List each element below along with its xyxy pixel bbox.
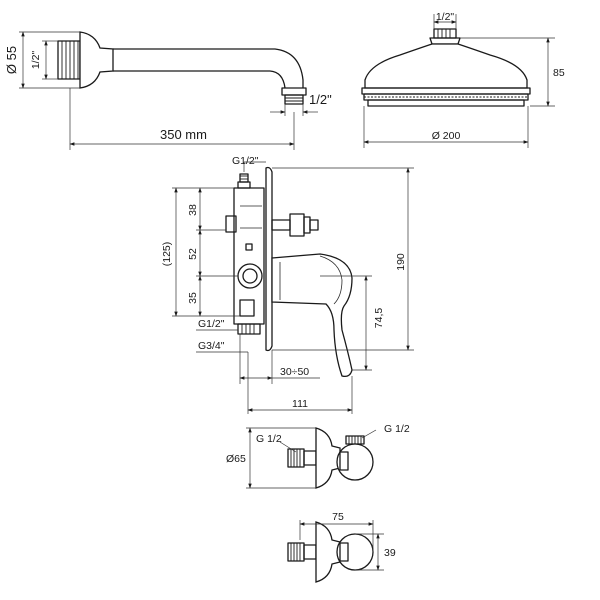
stop-valve-top-inlet-thread xyxy=(287,542,305,562)
mixer-seg-top-label: 38 xyxy=(187,204,199,216)
shower-head-thread-label: 1/2" xyxy=(436,11,455,23)
shower-head-rim xyxy=(361,87,531,107)
mixer-depth-range-label: 30÷50 xyxy=(280,366,309,378)
shower-arm-outlet-thread-label: 1/2" xyxy=(309,92,332,107)
stop-valve-outlet-thread xyxy=(345,435,365,445)
shower-arm-outlet-nut xyxy=(281,87,307,105)
shower-arm-inlet-thread-label: 1/2" xyxy=(30,51,42,70)
mixer-side-view: 190 74,5 G1/2" 38 52 35 (125) G1/2" G3/4… xyxy=(161,155,414,414)
stop-valve-handle[interactable] xyxy=(336,443,374,481)
mixer-lever-handle[interactable] xyxy=(271,253,353,378)
stop-valve-top-view: 75 39 xyxy=(287,511,396,583)
shower-arm-tube xyxy=(113,48,304,89)
stop-valve-inlet-thread-label: G 1/2 xyxy=(256,433,282,445)
shower-arm-flange-diameter: Ø 55 xyxy=(4,46,19,74)
shower-arm-flange xyxy=(79,31,114,89)
stop-valve-top-handle[interactable] xyxy=(336,533,374,571)
shower-head-diameter-label: Ø 200 xyxy=(432,130,461,142)
stop-valve-flange-diameter-label: Ø65 xyxy=(226,453,246,465)
shower-arm-view: Ø 55 1/2" 1/2" 350 mm xyxy=(4,31,332,150)
shower-head-height-label: 85 xyxy=(553,67,565,79)
stop-valve-width-label: 75 xyxy=(332,511,344,523)
shower-head-dome xyxy=(364,43,528,89)
mixer-bottom-thread-label: G1/2" xyxy=(198,318,225,330)
shower-head-connector xyxy=(429,28,461,45)
mixer-top-thread-label: G1/2" xyxy=(232,155,259,167)
shower-arm-length-label: 350 mm xyxy=(160,127,207,142)
mixer-overall-height-label: (125) xyxy=(161,242,173,267)
mixer-diverter-knob[interactable] xyxy=(271,213,319,237)
stop-valve-flange xyxy=(315,427,341,489)
mixer-wall-plate xyxy=(265,166,273,352)
mixer-body-thread-label: G3/4" xyxy=(198,340,225,352)
mixer-seg-mid-label: 52 xyxy=(187,248,199,260)
stop-valve-outlet-thread-label: G 1/2 xyxy=(384,423,410,435)
mixer-seg-bottom-label: 35 xyxy=(187,292,199,304)
mixer-total-depth-label: 111 xyxy=(292,398,308,410)
mixer-handle-height-label: 74,5 xyxy=(373,308,385,329)
shower-head-view: 1/2" 85 Ø 200 xyxy=(361,11,565,148)
mixer-concealed-body xyxy=(225,173,265,335)
shower-arm-inlet-thread xyxy=(57,40,81,80)
stop-valve-side-view: Ø65 G 1/2 G 1/2 xyxy=(226,423,410,489)
stop-valve-height-label: 39 xyxy=(384,547,396,559)
mixer-plate-height-label: 190 xyxy=(395,253,407,271)
